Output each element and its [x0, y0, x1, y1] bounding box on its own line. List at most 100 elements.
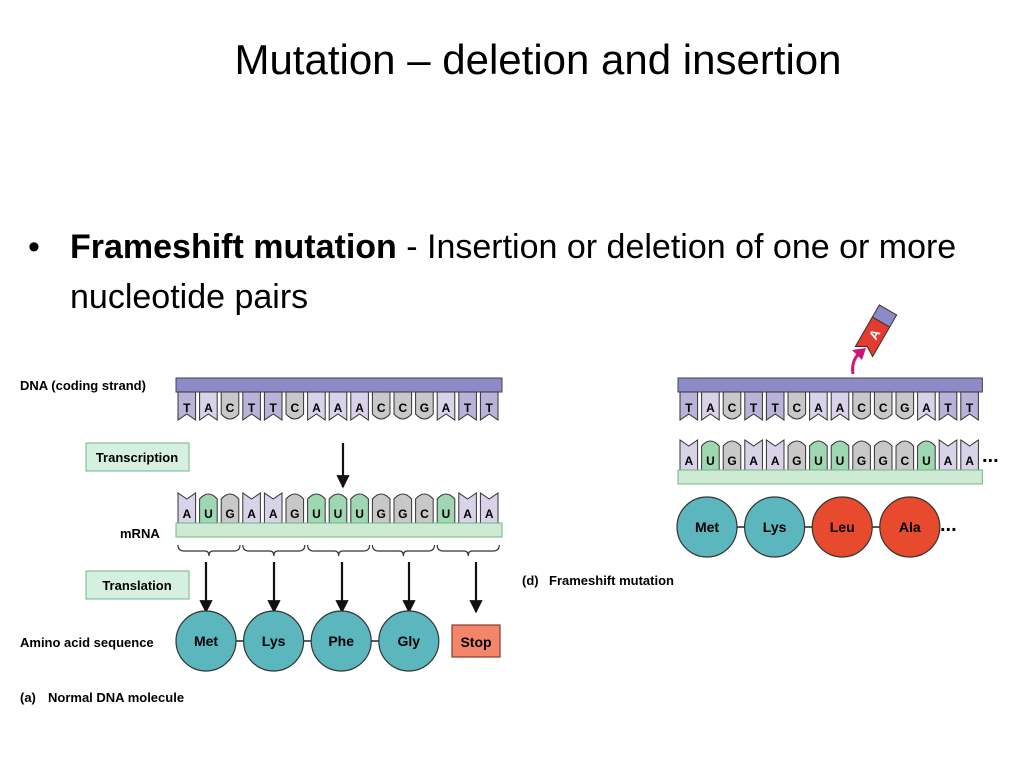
- normal-dna-base-tab: [177, 391, 197, 421]
- normal-mrna-base-tab: [285, 493, 305, 524]
- mutant-dna-base-letter: G: [900, 401, 909, 415]
- mutant-mrna-base-tab: [722, 440, 742, 471]
- normal-amino-acid-label: Lys: [262, 633, 286, 649]
- stop-label: Stop: [460, 634, 491, 650]
- mutant-mrna-base-letter: G: [792, 454, 801, 468]
- normal-amino-acid-label: Phe: [328, 633, 354, 649]
- normal-dna-base-letter: G: [420, 401, 429, 415]
- mutant-dna-base-tab: [722, 391, 742, 420]
- normal-dna-base-tab: [436, 391, 456, 421]
- mutant-amino-acid-label: Met: [695, 519, 719, 535]
- normal-mrna-base-letter: U: [334, 507, 343, 521]
- bullet-description: - Insertion or deletion of one or more n…: [70, 228, 957, 316]
- mutant-amino-acid-label: Lys: [763, 519, 787, 535]
- mutant-mrna-base-letter: A: [684, 454, 693, 468]
- normal-amino-acid-label: Met: [194, 633, 218, 649]
- normal-mrna-base-tab: [350, 493, 369, 524]
- mutant-mrna-base-letter: A: [944, 454, 953, 468]
- translation-label-box: [85, 570, 190, 600]
- normal-amino-acid-label: Gly: [398, 633, 421, 649]
- normal-mrna-base-tab: [393, 493, 413, 524]
- normal-dna-base-letter: T: [486, 401, 494, 415]
- transcription-label-box: [85, 442, 190, 472]
- mutant-dna-base-letter: A: [814, 401, 823, 415]
- normal-dna-base-tab: [371, 391, 391, 420]
- normal-dna-backbone: [175, 377, 503, 393]
- normal-dna-base-letter: A: [312, 401, 321, 415]
- mutant-mrna-base-letter: U: [706, 454, 715, 468]
- mutant-dna-base-tab: [679, 391, 699, 421]
- normal-dna-base-letter: A: [204, 401, 213, 415]
- normal-mrna-base-letter: A: [247, 507, 256, 521]
- mutant-mrna-base-tab: [917, 440, 936, 471]
- mutant-dna-base-letter: C: [792, 401, 801, 415]
- normal-dna-base-tab: [307, 391, 326, 421]
- mutant-mrna-base-tab: [830, 440, 850, 471]
- normal-amino-acid-circle: [243, 610, 305, 672]
- mrna-ellipsis: ...: [982, 445, 999, 467]
- amino-ellipsis: ...: [940, 514, 957, 536]
- normal-mrna-base-letter: G: [225, 507, 234, 521]
- mutant-mrna-base-letter: G: [857, 454, 866, 468]
- caption-d-letter: (d): [522, 573, 539, 588]
- normal-dna-base-tab: [479, 391, 499, 421]
- mutant-mrna-base-tab: [873, 440, 893, 471]
- caption-d-text: Frameshift mutation: [549, 573, 674, 588]
- normal-dna-base-tab: [458, 391, 477, 421]
- normal-mrna-strip: [175, 522, 503, 538]
- mutant-amino-acid-circle: [879, 496, 941, 558]
- mutant-mrna-base-letter: G: [879, 454, 888, 468]
- normal-dna-base-letter: A: [355, 401, 364, 415]
- mutant-dna-base-tab: [787, 391, 807, 420]
- codon-brace: [307, 544, 371, 557]
- normal-mrna-base-letter: G: [398, 507, 407, 521]
- mutant-dna-base-letter: C: [728, 401, 737, 415]
- normal-dna-base-tab: [199, 391, 218, 421]
- mutant-mrna-base-tab: [895, 440, 915, 471]
- mutant-mrna-base-letter: U: [836, 454, 845, 468]
- mutant-amino-acid-circle: [743, 496, 806, 558]
- normal-dna-base-letter: T: [183, 401, 191, 415]
- transcription-label: Transcription: [96, 450, 178, 465]
- normal-dna-base-tab: [393, 391, 413, 420]
- mutant-mrna-base-letter: G: [727, 454, 736, 468]
- normal-mrna-base-tab: [436, 493, 456, 524]
- mutant-dna-base-letter: T: [750, 401, 758, 415]
- normal-dna-base-tab: [285, 391, 305, 420]
- mutant-dna-base-letter: A: [922, 401, 931, 415]
- normal-amino-acid-circle: [175, 610, 237, 672]
- mutant-mrna-base-tab: [852, 440, 871, 471]
- codon-brace: [436, 544, 500, 557]
- normal-mrna-base-letter: U: [312, 507, 321, 521]
- inserted-base-tab: [854, 316, 891, 358]
- normal-mrna-base-letter: U: [204, 507, 213, 521]
- normal-mrna-base-letter: C: [420, 507, 429, 521]
- dna-strand-label: DNA (coding strand): [20, 378, 146, 393]
- normal-dna-base-letter: T: [270, 401, 278, 415]
- normal-dna-base-letter: A: [334, 401, 343, 415]
- normal-mrna-base-letter: U: [355, 507, 364, 521]
- mutant-dna-backbone: [677, 377, 983, 393]
- mutant-dna-base-tab: [830, 391, 850, 421]
- normal-mrna-base-tab: [371, 493, 391, 524]
- mutant-mrna-base-letter: A: [771, 454, 780, 468]
- normal-mrna-base-letter: G: [290, 507, 299, 521]
- mutant-dna-base-letter: T: [685, 401, 693, 415]
- mutant-dna-base-tab: [852, 391, 871, 420]
- mutant-mrna-strip: [677, 469, 983, 485]
- mutant-mrna-base-letter: U: [814, 454, 823, 468]
- normal-amino-acid-circle: [310, 610, 372, 672]
- mutant-mrna-base-tab: [809, 440, 828, 471]
- mutant-dna-base-tab: [917, 391, 936, 421]
- normal-mrna-base-tab: [307, 493, 326, 524]
- mrna-label: mRNA: [120, 526, 160, 541]
- normal-dna-base-letter: C: [226, 401, 235, 415]
- normal-mrna-base-tab: [199, 493, 218, 524]
- mutant-dna-base-tab: [765, 391, 785, 421]
- mutant-mrna-base-letter: U: [922, 454, 931, 468]
- mutant-mrna-base-letter: A: [749, 454, 758, 468]
- normal-mrna-base-letter: G: [377, 507, 386, 521]
- insertion-arrow-head: [852, 348, 866, 360]
- normal-dna-base-tab: [242, 391, 261, 421]
